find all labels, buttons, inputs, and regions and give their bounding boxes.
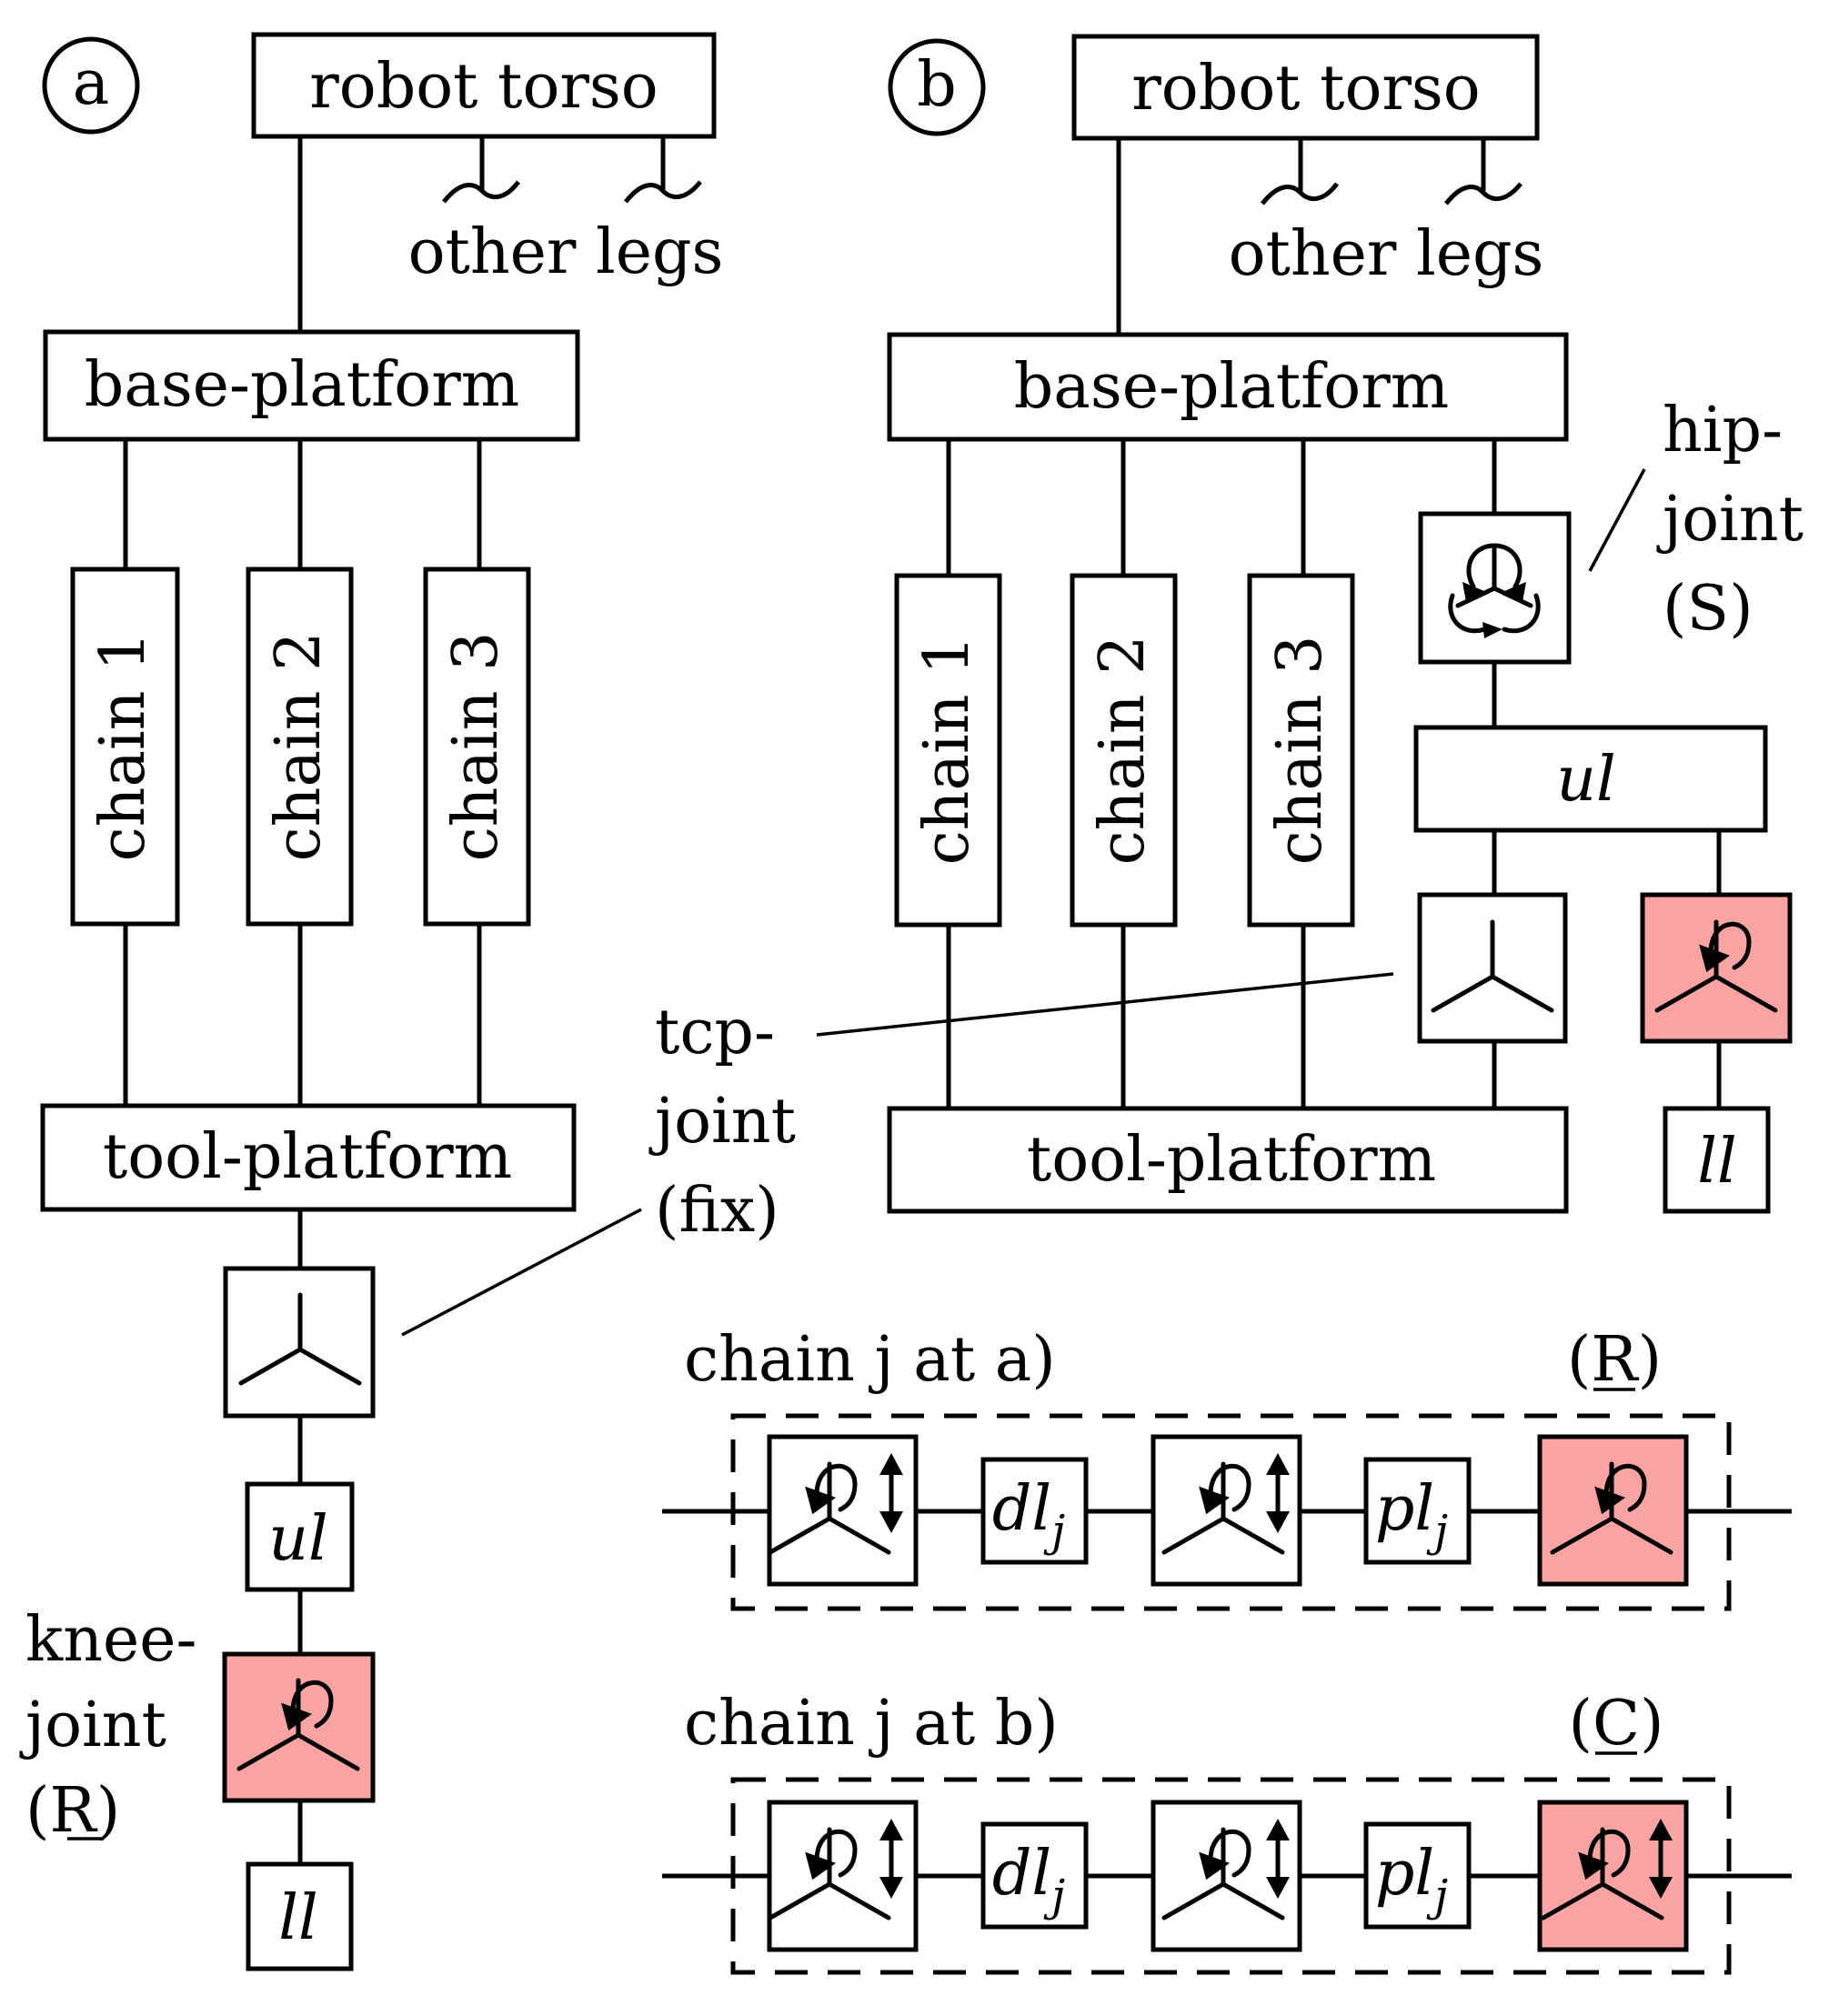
chain-2-box-b (1070, 573, 1178, 928)
tcp-joint-label-3: (fix) (655, 1175, 779, 1247)
hip-joint-label-3: (S) (1663, 573, 1754, 645)
upper-link-box-b (1413, 725, 1768, 833)
chain-detail-b-title: chain j at b) (684, 1688, 1059, 1760)
knee-joint-label-2: joint (19, 1690, 166, 1761)
triple-rotation-icon (1448, 543, 1541, 638)
panel-a: a robot torso other legs base-platform c… (19, 32, 724, 1971)
chain-3-box-b (1247, 573, 1355, 928)
cylindrical-joint (767, 1800, 919, 1952)
panel-b-badge (888, 38, 986, 136)
cylindrical-joint (1151, 1434, 1302, 1587)
tool-platform-label-b: tool-platform (1027, 1124, 1436, 1196)
pl-link-box (1363, 1457, 1472, 1565)
hip-joint-label-2: joint (1656, 484, 1804, 556)
panel-a-badge-label: a (73, 47, 110, 119)
panel-b-badge-label: b (917, 49, 957, 121)
other-legs-label-b: other legs (1229, 218, 1544, 290)
tcp-joint-a (223, 1266, 376, 1419)
chain-2-label-b: chain 2 (1087, 636, 1159, 866)
chain-1-box (70, 567, 180, 927)
tcp-joint-annotation: tcp- joint (fix) (648, 997, 796, 1247)
cylindrical-joint (1151, 1800, 1302, 1952)
knee-joint (222, 1651, 376, 1803)
chain-detail-a: chain j at a) (R) dlj (662, 1324, 1792, 1611)
chain-3-box (423, 567, 531, 927)
knee-joint-label-1: knee- (25, 1604, 196, 1676)
tcp-joint-b (1417, 892, 1568, 1044)
tcp-joint-label-2: joint (648, 1086, 796, 1158)
robot-torso-box-b (1071, 34, 1540, 141)
lower-link-box (246, 1861, 354, 1971)
pl-link-label: plj (1375, 1473, 1448, 1557)
cylindrical-joint (767, 1434, 919, 1587)
lower-link-label-b: ll (1697, 1126, 1737, 1198)
base-platform-box-b (887, 332, 1569, 442)
chain-2-label: chain 2 (263, 632, 335, 862)
panel-a-badge (42, 36, 140, 135)
upper-link-label: ul (268, 1503, 328, 1575)
chain-3-label-b: chain 3 (1264, 636, 1336, 866)
chain-1-label-b: chain 1 (911, 636, 983, 866)
robot-torso-label-b: robot torso (1131, 53, 1480, 125)
chain-2-box (246, 567, 354, 927)
panel-b: b robot torso other legs base-platform c… (816, 34, 1804, 1214)
chain-3-label: chain 3 (440, 632, 512, 862)
chain-detail-a-title: chain j at a) (684, 1324, 1056, 1396)
chain-detail-b-joint-type: (C) (1568, 1688, 1663, 1760)
base-platform-label: base-platform (85, 349, 519, 421)
pl-link-label: plj (1375, 1838, 1448, 1921)
base-platform-box (43, 329, 580, 442)
revolute-joint (1537, 1434, 1689, 1587)
lower-link-box-b (1663, 1106, 1771, 1214)
robot-torso-label: robot torso (309, 51, 658, 123)
dl-link-box (980, 1821, 1089, 1930)
upper-link-box (245, 1481, 355, 1592)
base-platform-label-b: base-platform (1014, 351, 1449, 423)
cylindrical-joint-active (1537, 1800, 1689, 1952)
dl-link-box (980, 1457, 1089, 1565)
chain-1-label: chain 1 (87, 632, 159, 862)
pl-link-box (1363, 1821, 1472, 1930)
knee-joint-b (1640, 892, 1793, 1044)
chain-detail-a-joint-type: (R) (1567, 1324, 1662, 1396)
hip-joint (1418, 511, 1572, 665)
lower-link-label: ll (278, 1882, 318, 1954)
tool-platform-box (40, 1103, 577, 1212)
tcp-joint-label-1: tcp- (655, 997, 775, 1068)
robot-torso-box (251, 32, 717, 139)
tool-platform-label: tool-platform (103, 1121, 512, 1193)
dl-link-label: dlj (992, 1473, 1065, 1557)
chain-detail-b: chain j at b) (C) dlj (662, 1688, 1792, 1975)
upper-link-label-b: ul (1556, 744, 1616, 816)
other-legs-label: other legs (408, 216, 724, 288)
hip-joint-label-1: hip- (1663, 395, 1783, 466)
knee-joint-label-3: (R) (25, 1775, 120, 1847)
chain-1-box-b (894, 573, 1002, 928)
tool-platform-box-b (887, 1106, 1569, 1214)
